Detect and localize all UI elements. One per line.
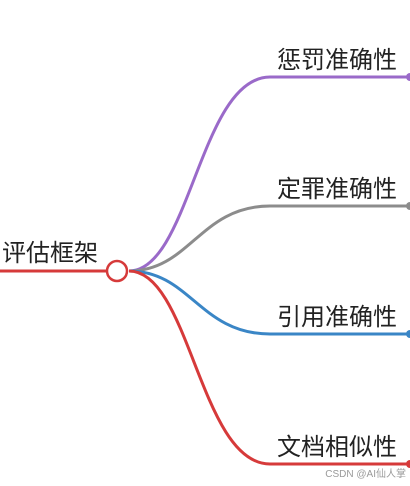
root-node-circle[interactable] (105, 259, 129, 283)
branch-label-similarity[interactable]: 文档相似性 (277, 433, 397, 461)
branch-connector-conviction (128, 204, 410, 273)
branch-connector-penalty (128, 75, 410, 273)
branch-connector-citation (128, 269, 410, 336)
branch-end-dot-similarity[interactable] (406, 460, 410, 468)
branch-label-penalty[interactable]: 惩罚准确性 (277, 46, 397, 74)
branch-label-citation[interactable]: 引用准确性 (277, 303, 397, 331)
root-node-label[interactable]: 评估框架 (2, 239, 98, 267)
branch-label-conviction[interactable]: 定罪准确性 (277, 175, 397, 203)
branch-connector-similarity (128, 269, 410, 466)
watermark-text: CSDN @AI仙人掌 (325, 469, 406, 480)
branch-end-dot-citation[interactable] (406, 330, 410, 338)
branch-end-dot-conviction[interactable] (406, 202, 410, 210)
branch-end-dot-penalty[interactable] (406, 73, 410, 81)
